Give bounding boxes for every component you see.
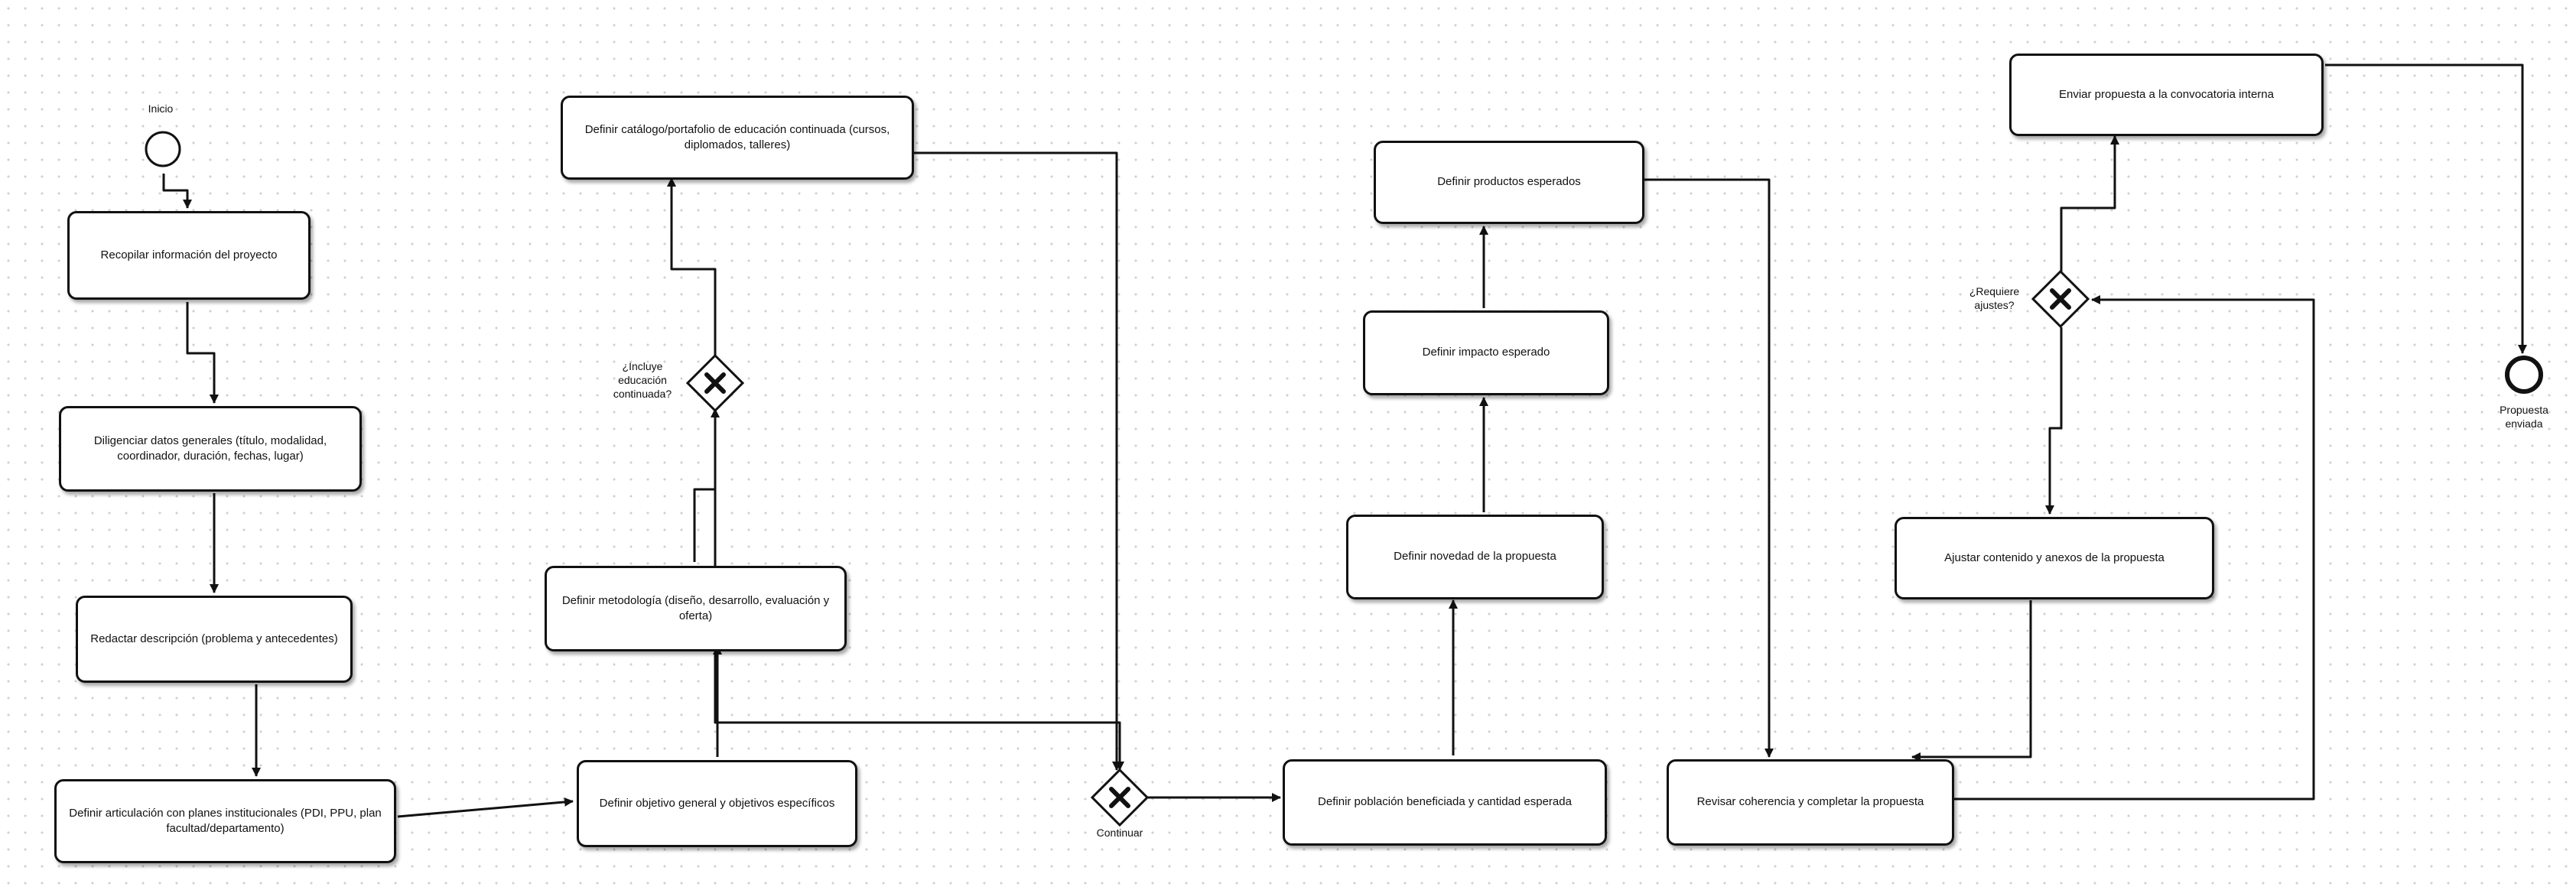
- task-revisar-coherencia[interactable]: Revisar coherencia y completar la propue…: [1667, 759, 1954, 846]
- flow-articulacion-to-objetivos: [397, 797, 574, 818]
- end-event-label: Propuesta enviada: [2500, 404, 2548, 430]
- task-definir-articulacion[interactable]: Definir articulación con planes instituc…: [54, 779, 396, 863]
- end-event[interactable]: [2501, 352, 2547, 398]
- task-definir-impacto[interactable]: Definir impacto esperado: [1363, 310, 1609, 395]
- flow-catalogo-to-continuar: [914, 151, 1121, 771]
- gateway-continuar[interactable]: [1091, 768, 1149, 827]
- gateway-requiere-label: ¿Requiere ajustes?: [1969, 285, 2020, 312]
- gateway-requiere-ajustes[interactable]: [2031, 270, 2090, 328]
- task-definir-metodologia[interactable]: Definir metodología (diseño, desarrollo,…: [545, 566, 847, 651]
- start-event-label: Inicio: [148, 102, 174, 115]
- start-event[interactable]: [140, 126, 186, 172]
- task-recopilar-informacion[interactable]: Recopilar información del proyecto: [67, 211, 311, 300]
- task-enviar-propuesta[interactable]: Enviar propuesta a la convocatoria inter…: [2009, 54, 2324, 136]
- task-diligenciar-datos[interactable]: Diligenciar datos generales (título, mod…: [59, 406, 362, 492]
- flow-recopilar-to-diligenciar: [186, 302, 219, 404]
- flow-start-to-recopilar: [162, 174, 192, 209]
- flow-requiere-to-enviar: [2060, 135, 2119, 271]
- gateway-incluye-educacion[interactable]: [686, 354, 744, 412]
- flow-ajustar-to-revisar: [1911, 600, 2032, 762]
- flow-metodologia-to-incluye: [693, 408, 720, 562]
- flow-productos-to-revisar: [1644, 178, 1774, 758]
- task-definir-novedad[interactable]: Definir novedad de la propuesta: [1346, 515, 1604, 599]
- gateway-incluye-label: ¿Incluye educación continuada?: [613, 360, 672, 401]
- task-ajustar-contenido[interactable]: Ajustar contenido y anexos de la propues…: [1895, 517, 2214, 599]
- task-definir-poblacion[interactable]: Definir población beneficiada y cantidad…: [1283, 759, 1607, 846]
- task-definir-catalogo[interactable]: Definir catálogo/portafolio de educación…: [561, 96, 914, 180]
- task-definir-productos[interactable]: Definir productos esperados: [1374, 141, 1644, 224]
- flow-requiere-to-ajustar: [2045, 327, 2063, 515]
- task-definir-objetivos[interactable]: Definir objetivo general y objetivos esp…: [577, 760, 857, 847]
- flow-revisar-to-requiere: [1954, 295, 2315, 801]
- flow-incluye-to-catalogo: [667, 177, 717, 358]
- task-redactar-descripcion[interactable]: Redactar descripción (problema y anteced…: [76, 596, 353, 683]
- gateway-continuar-label: Continuar: [1096, 827, 1143, 839]
- flow-enviar-to-end: [2325, 63, 2527, 354]
